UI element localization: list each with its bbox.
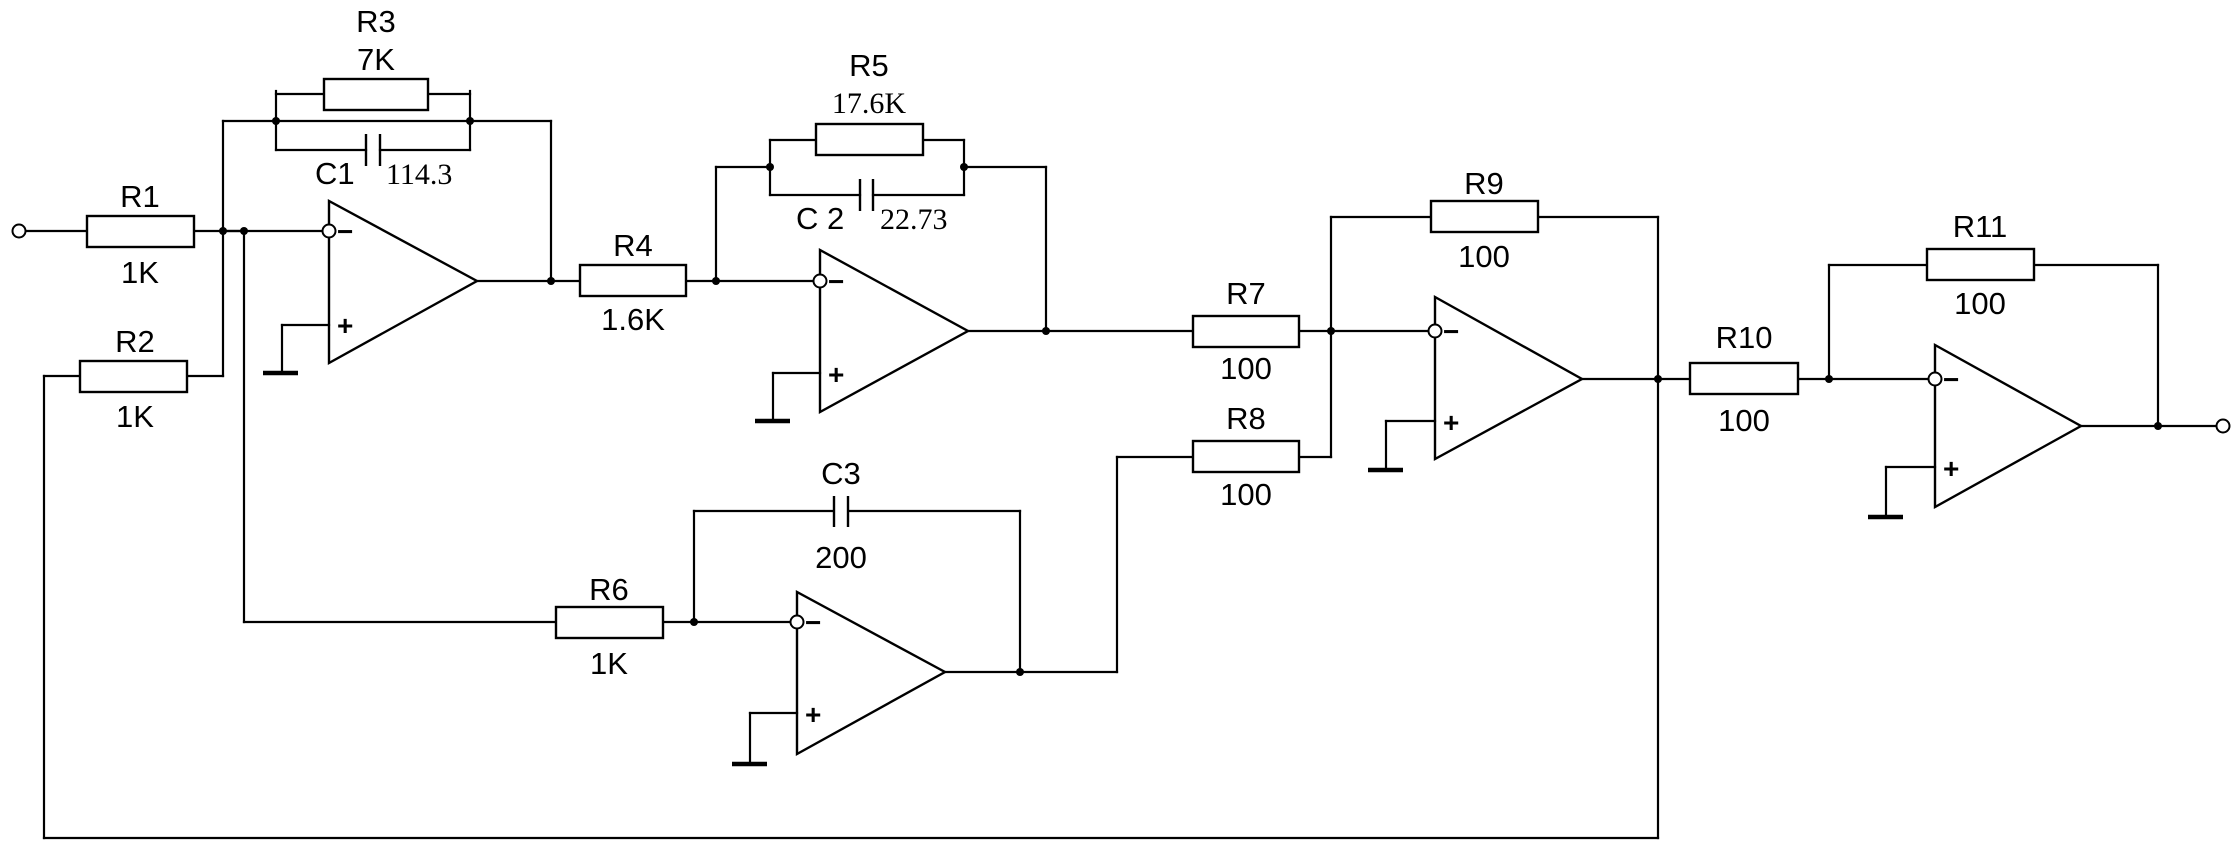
resistor-r7 [1191, 314, 1301, 349]
junction-dot [1654, 375, 1662, 383]
r5-value: 17.6K [832, 87, 907, 120]
junction-dot [1327, 327, 1335, 335]
op-amp-5: − + [789, 589, 948, 757]
minus-sign: − [337, 216, 353, 247]
r7-label: R7 [1226, 276, 1266, 311]
minus-sign: − [805, 607, 821, 638]
junction-dot [1825, 375, 1833, 383]
junction-dot [272, 117, 280, 125]
c1-value: 114.3 [386, 158, 452, 191]
c3-label: C3 [821, 456, 861, 491]
capacitor-c3 [832, 496, 850, 527]
op-amp-4: − + [1927, 342, 2084, 510]
junction-dots [219, 117, 2162, 676]
capacitor-c1 [364, 134, 382, 166]
input-terminal [11, 223, 27, 239]
minus-sign: − [828, 266, 844, 297]
resistor-r3 [322, 77, 430, 112]
junction-dot [1042, 327, 1050, 335]
op-amp-3: − + [1427, 294, 1585, 462]
junction-dot [712, 277, 720, 285]
plus-sign: + [828, 359, 844, 390]
resistors [78, 77, 2036, 640]
resistor-r11 [1925, 247, 2036, 282]
r9-label: R9 [1464, 166, 1504, 201]
r1-label: R1 [120, 179, 160, 214]
c2-value: 22.73 [880, 203, 948, 236]
output-terminal [2215, 418, 2231, 434]
r8-label: R8 [1226, 401, 1266, 436]
inverting-input-bubble [1927, 371, 1943, 387]
resistor-r5 [814, 122, 925, 157]
inverting-input-bubble [321, 223, 337, 239]
resistor-r9 [1429, 199, 1540, 234]
r9-value: 100 [1458, 239, 1510, 274]
junction-dot [1016, 668, 1024, 676]
c1-label: C1 [315, 156, 355, 191]
resistor-r10 [1688, 361, 1800, 396]
r11-value: 100 [1954, 286, 2006, 321]
inverting-input-bubble [789, 614, 805, 630]
r1-value: 1K [121, 255, 159, 290]
r6-value: 1K [590, 646, 628, 681]
r10-label: R10 [1716, 320, 1773, 355]
r2-label: R2 [115, 324, 155, 359]
plus-sign: + [337, 310, 353, 341]
r6-label: R6 [589, 572, 629, 607]
junction-dot [960, 163, 968, 171]
r11-label: R11 [1953, 209, 2008, 244]
resistor-r6 [554, 605, 665, 640]
junction-dot [766, 163, 774, 171]
junction-dot [690, 618, 698, 626]
plus-sign: + [1443, 407, 1459, 438]
resistor-r8 [1191, 439, 1301, 474]
resistor-r2 [78, 359, 189, 394]
minus-sign: − [1443, 316, 1459, 347]
r3-value: 7K [357, 42, 395, 77]
op-amp-1: − + [321, 198, 480, 366]
resistor-r4 [578, 263, 688, 298]
c3-value: 200 [815, 540, 867, 575]
junction-dot [466, 117, 474, 125]
ground-symbols [263, 370, 1903, 767]
c2-label: C 2 [796, 201, 844, 236]
capacitors [364, 134, 875, 527]
plus-sign: + [805, 699, 821, 730]
plus-sign: + [1943, 453, 1959, 484]
resistor-r1 [85, 214, 196, 249]
wires [24, 89, 2218, 840]
junction-dot [547, 277, 555, 285]
minus-sign: − [1943, 364, 1959, 395]
r4-label: R4 [613, 228, 653, 263]
inverting-input-bubble [1427, 323, 1443, 339]
r5-label: R5 [849, 48, 889, 83]
r2-value: 1K [116, 399, 154, 434]
r10-value: 100 [1718, 403, 1770, 438]
r8-value: 100 [1220, 477, 1272, 512]
r7-value: 100 [1220, 351, 1272, 386]
r4-value: 1.6K [601, 302, 665, 337]
junction-dot [240, 227, 248, 235]
r3-label: R3 [356, 4, 396, 39]
capacitor-c2 [858, 179, 875, 211]
junction-dot [2154, 422, 2162, 430]
op-amp-2: − + [812, 247, 971, 415]
component-labels: R1 1K R2 1K R3 7K C1 114.3 R4 1.6K R5 17… [115, 4, 2007, 681]
inverting-input-bubble [812, 273, 828, 289]
junction-dot [219, 227, 227, 235]
